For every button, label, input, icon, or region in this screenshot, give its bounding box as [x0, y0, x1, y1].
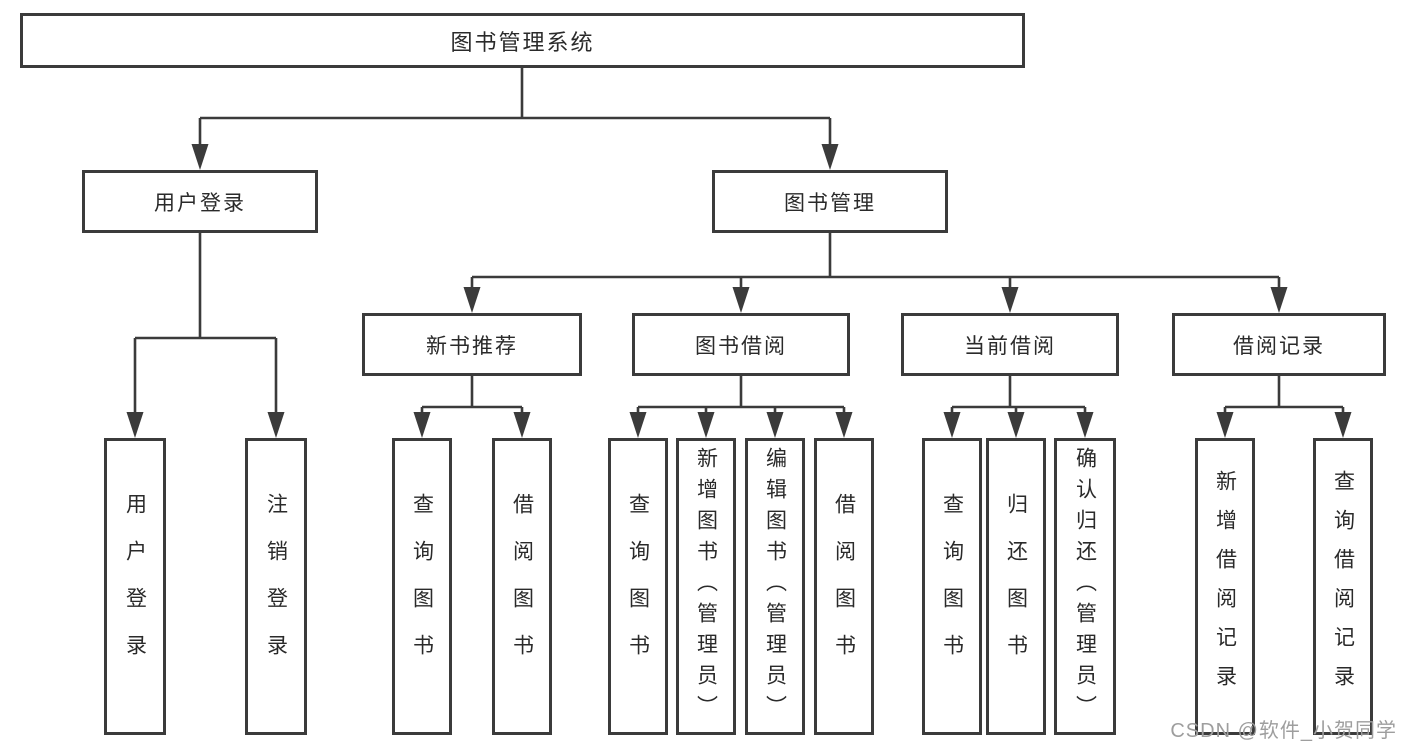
- node-edit-books-admin: 编辑图书（管理员）: [745, 438, 805, 735]
- node-borrow-books-recommend: 借阅图书: [492, 438, 552, 735]
- connector-book-borrowing-children: [636, 376, 846, 424]
- connector-root-to-level2: [198, 68, 832, 156]
- node-user-login-leaf: 用户登录: [104, 438, 166, 735]
- connector-current-borrowing-children: [950, 376, 1087, 424]
- node-query-books-current: 查询图书: [922, 438, 982, 735]
- node-current-borrowing: 当前借阅: [901, 313, 1119, 376]
- node-new-book-recommendation: 新书推荐: [362, 313, 582, 376]
- node-user-login: 用户登录: [82, 170, 318, 233]
- node-query-books-borrow: 查询图书: [608, 438, 668, 735]
- node-logout: 注销登录: [245, 438, 307, 735]
- node-book-management: 图书管理: [712, 170, 948, 233]
- connector-book-management-children: [470, 233, 1281, 299]
- node-book-borrowing: 图书借阅: [632, 313, 850, 376]
- node-return-books: 归还图书: [986, 438, 1046, 735]
- connector-borrowing-records-children: [1223, 376, 1345, 424]
- node-add-books-admin: 新增图书（管理员）: [676, 438, 736, 735]
- watermark: CSDN @软件_小贺同学: [1170, 720, 1397, 742]
- node-confirm-return-admin: 确认归还（管理员）: [1054, 438, 1116, 735]
- node-add-borrow-record: 新增借阅记录: [1195, 438, 1255, 735]
- node-borrowing-records: 借阅记录: [1172, 313, 1386, 376]
- node-query-books-recommend: 查询图书: [392, 438, 452, 735]
- node-borrow-books: 借阅图书: [814, 438, 874, 735]
- connector-user-login-children: [133, 233, 278, 424]
- node-library-management-system: 图书管理系统: [20, 13, 1025, 68]
- connector-new-book-children: [420, 376, 524, 424]
- node-query-borrow-record: 查询借阅记录: [1313, 438, 1373, 735]
